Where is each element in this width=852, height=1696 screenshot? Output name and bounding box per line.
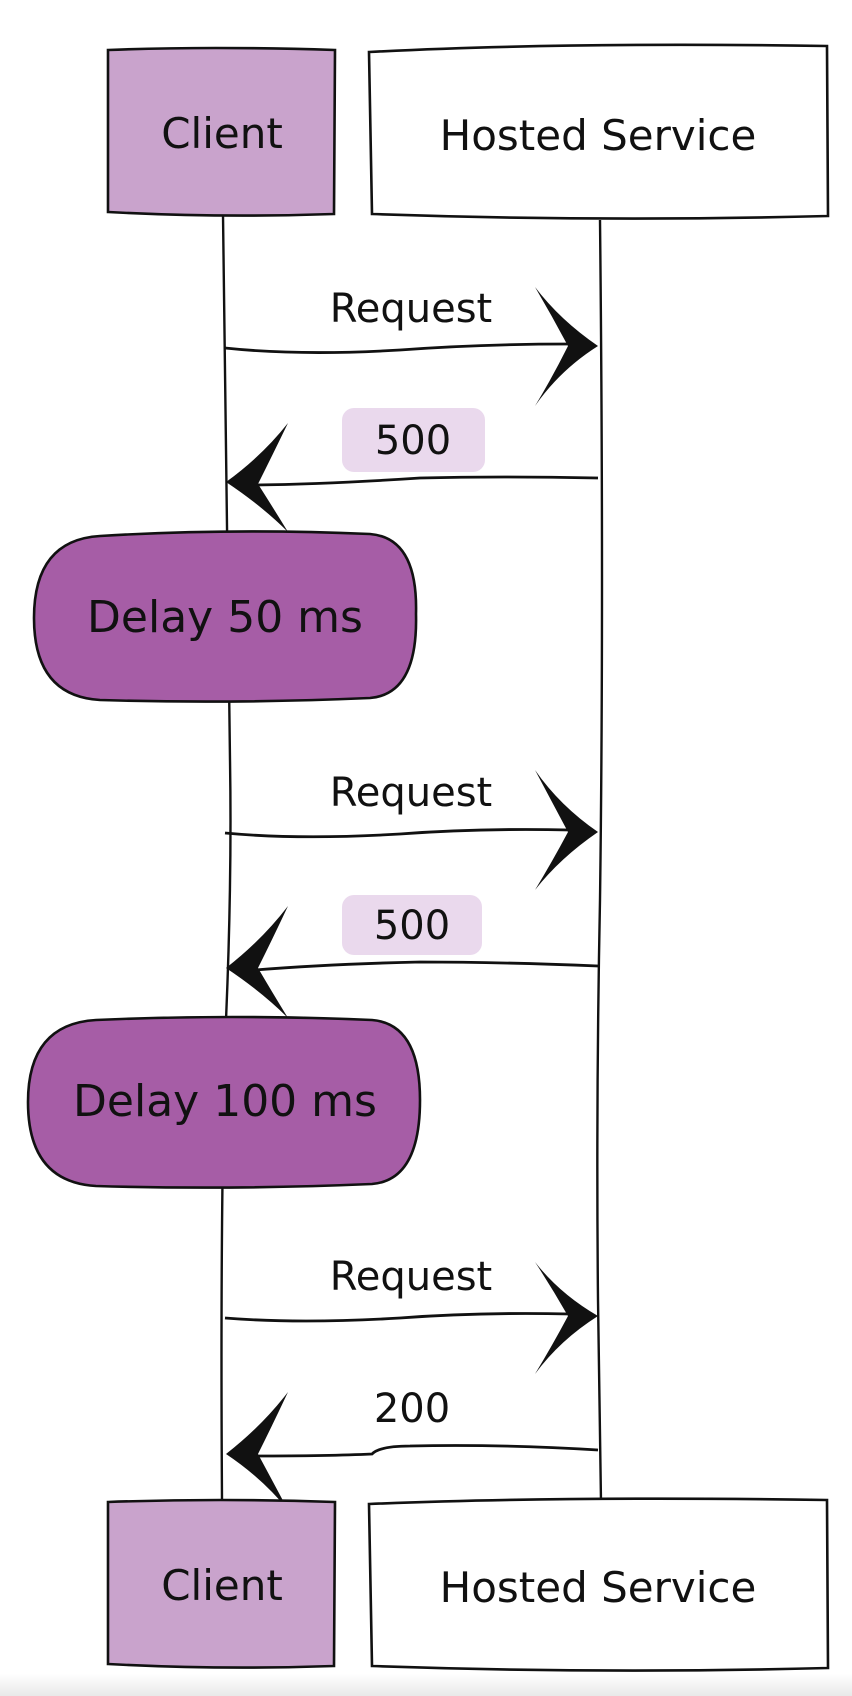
arrowhead-left xyxy=(226,906,288,1018)
message-label: 500 xyxy=(374,903,450,949)
arrowhead-left xyxy=(226,1392,288,1510)
service-actor-bottom: Hosted Service xyxy=(367,1497,830,1672)
message-response-1: 500 xyxy=(226,408,599,532)
arrowhead-right xyxy=(535,287,598,406)
service-actor-label: Hosted Service xyxy=(440,1563,757,1612)
status-badge xyxy=(342,895,482,955)
client-lifeline xyxy=(220,214,232,1501)
message-label: Request xyxy=(330,286,492,332)
status-badge xyxy=(342,408,485,472)
message-response-3: 200 xyxy=(226,1386,599,1510)
client-actor-top: Client xyxy=(106,46,337,217)
delay-label: Delay 100 ms xyxy=(73,1076,377,1127)
message-request-1: Request xyxy=(224,286,598,406)
delay-100ms: Delay 100 ms xyxy=(26,1015,422,1189)
message-label: 500 xyxy=(375,418,451,464)
delay-label: Delay 50 ms xyxy=(87,592,363,643)
service-actor-label: Hosted Service xyxy=(440,111,757,160)
client-actor-label: Client xyxy=(161,1561,283,1610)
service-lifeline xyxy=(596,219,604,1503)
client-actor-bottom: Client xyxy=(106,1498,337,1669)
delay-50ms: Delay 50 ms xyxy=(32,530,418,703)
message-request-3: Request xyxy=(224,1254,598,1374)
arrowhead-left xyxy=(226,423,288,532)
arrowhead-right xyxy=(535,1262,598,1374)
client-actor-label: Client xyxy=(161,109,283,158)
bottom-edge-shadow xyxy=(0,1674,852,1696)
message-label: Request xyxy=(330,1254,492,1300)
service-actor-top: Hosted Service xyxy=(367,43,830,220)
message-label: 200 xyxy=(374,1386,450,1432)
arrowhead-right xyxy=(535,770,598,890)
message-label: Request xyxy=(330,770,492,816)
message-response-2: 500 xyxy=(226,895,599,1018)
message-request-2: Request xyxy=(224,770,598,890)
